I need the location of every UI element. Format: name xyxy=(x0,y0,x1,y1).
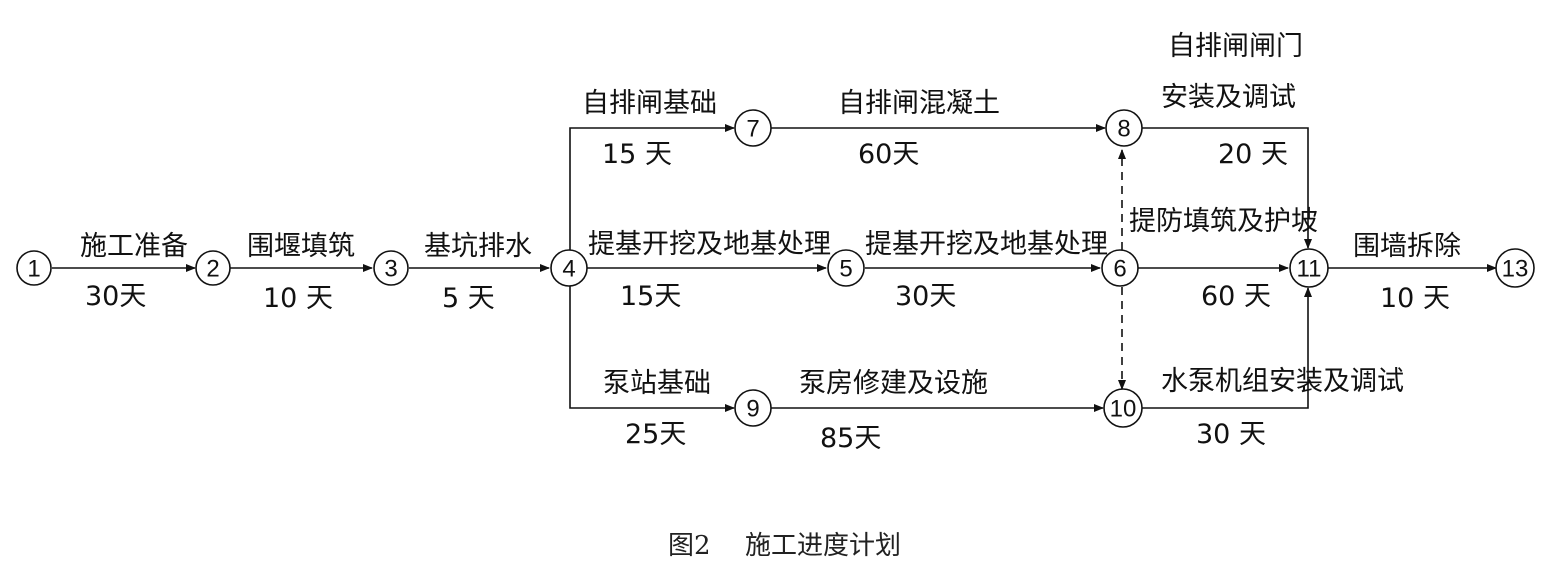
node-13-label: 13 xyxy=(1502,256,1529,283)
node-1-label: 1 xyxy=(27,256,40,283)
activity-duration-9-10: 85天 xyxy=(820,423,881,454)
node-5: 5 xyxy=(827,249,865,287)
node-6-label: 6 xyxy=(1113,256,1126,283)
activity-duration-1-2: 30天 xyxy=(85,281,146,312)
activity-name-6-11: 提防填筑及护坡 xyxy=(1129,206,1318,237)
node-13: 13 xyxy=(1495,248,1535,288)
activity-duration-6-11: 60 天 xyxy=(1201,281,1271,312)
activity-duration-3-4: 5 天 xyxy=(442,283,495,314)
activity-duration-7-8: 60天 xyxy=(858,139,919,170)
activity-name-5-6: 提基开挖及地基处理 xyxy=(865,229,1108,260)
node-4: 4 xyxy=(550,249,588,287)
activity-name-2-3: 围堰填筑 xyxy=(247,231,355,262)
activity-name-4-7: 自排闸基础 xyxy=(582,88,717,119)
node-11-label: 11 xyxy=(1297,256,1322,283)
node-8-label: 8 xyxy=(1117,116,1130,143)
activity-duration-4-9: 25天 xyxy=(625,419,686,450)
activity-name-8-11-line1: 自排闸闸门 xyxy=(1168,31,1303,62)
arrow-10-11 xyxy=(1141,287,1312,409)
activity-duration-5-6: 30天 xyxy=(895,281,956,312)
activity-name-4-9: 泵站基础 xyxy=(603,368,711,399)
activity-name-4-5: 提基开挖及地基处理 xyxy=(588,229,831,260)
activity-name-10-11: 水泵机组安装及调试 xyxy=(1161,366,1404,397)
node-4-label: 4 xyxy=(562,256,575,283)
arrow-4-9 xyxy=(569,286,735,412)
node-6: 6 xyxy=(1101,249,1139,287)
node-2: 2 xyxy=(195,250,231,286)
figure-number: 图2 xyxy=(668,531,711,561)
node-10: 10 xyxy=(1103,388,1143,428)
node-9: 9 xyxy=(734,389,772,427)
node-7: 7 xyxy=(734,109,772,147)
node-7-label: 7 xyxy=(746,116,759,143)
node-9-label: 9 xyxy=(746,396,759,423)
activity-duration-2-3: 10 天 xyxy=(263,283,333,314)
activity-name-3-4: 基坑排水 xyxy=(424,231,532,262)
activity-duration-11-13: 10 天 xyxy=(1380,283,1450,314)
activity-duration-8-11: 20 天 xyxy=(1218,139,1288,170)
activity-name-8-11-line2: 安装及调试 xyxy=(1161,82,1296,113)
node-3: 3 xyxy=(373,250,409,286)
activity-duration-4-5: 15天 xyxy=(620,281,681,312)
activity-duration-10-11: 30 天 xyxy=(1196,419,1266,450)
arrow-4-7 xyxy=(569,124,735,250)
activity-name-1-2: 施工准备 xyxy=(80,231,188,262)
activity-duration-4-7: 15 天 xyxy=(602,139,672,170)
activity-name-9-10: 泵房修建及设施 xyxy=(799,368,988,399)
node-11: 11 xyxy=(1289,248,1329,288)
activity-name-7-8: 自排闸混凝土 xyxy=(838,88,1000,119)
arrow-8-11 xyxy=(1141,127,1312,249)
node-2-label: 2 xyxy=(206,256,219,283)
activity-name-11-13: 围墙拆除 xyxy=(1353,231,1461,262)
node-1: 1 xyxy=(16,250,52,286)
node-3-label: 3 xyxy=(384,256,397,283)
node-10-label: 10 xyxy=(1110,396,1137,423)
figure-title: 施工进度计划 xyxy=(745,531,901,561)
node-5-label: 5 xyxy=(839,256,852,283)
node-8: 8 xyxy=(1105,109,1143,147)
